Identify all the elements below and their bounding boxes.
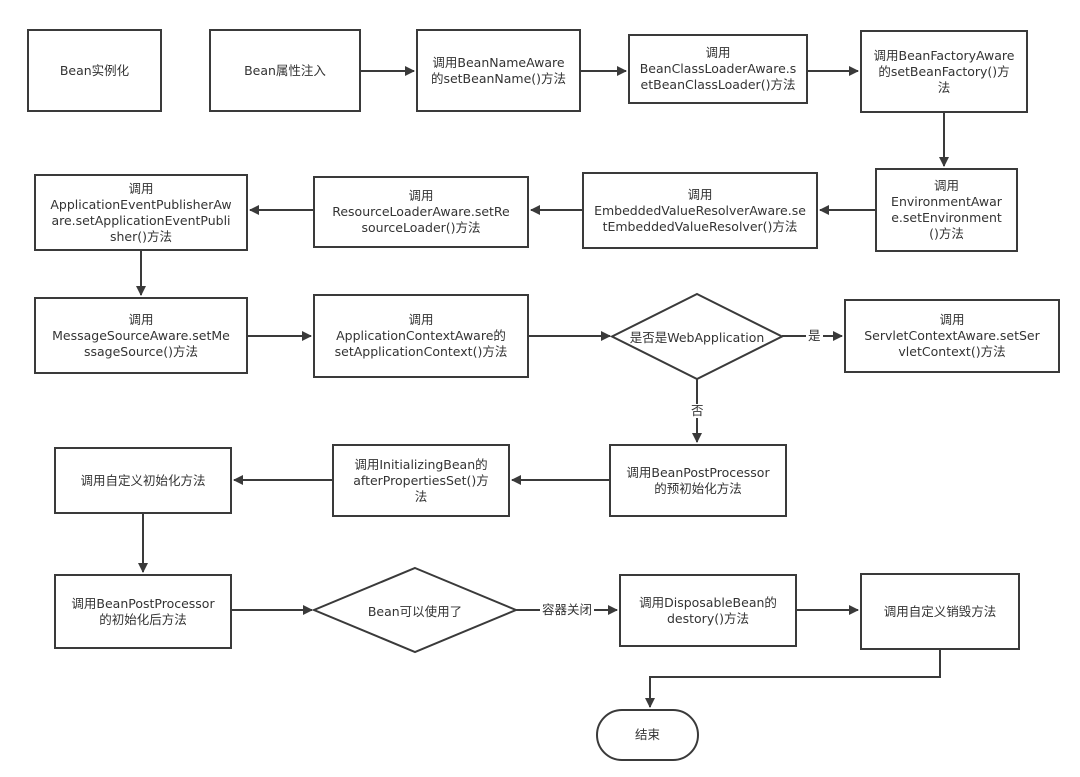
node-bean-name-aware-text: 调用BeanNameAware (432, 54, 565, 70)
node-bean-factory-aware-text: 法 (937, 79, 951, 95)
node-app-event-publisher-aware-text: sher()方法 (109, 228, 173, 244)
node-app-event-publisher-aware-text: 调用 (128, 180, 154, 196)
node-bean-classloader-aware-text: BeanClassLoaderAware.s (639, 61, 797, 76)
node-app-context-aware-text: 调用 (408, 312, 434, 327)
node-resource-loader-aware-text: 调用 (408, 188, 434, 203)
node-bpp-after-init-text: 调用BeanPostProcessor (71, 595, 215, 611)
node-bean-property-inject: Bean属性注入 (209, 29, 361, 112)
node-bean-ready-text: Bean可以使用了 (367, 603, 463, 619)
node-initializing-bean-text: afterPropertiesSet()方 (353, 472, 489, 488)
node-embedded-value-resolver-aware-text: EmbeddedValueResolverAware.se (594, 202, 806, 218)
node-disposable-bean-text: destory()方法 (667, 610, 749, 626)
edge-label-yes: 是 (806, 328, 823, 343)
node-bean-instantiate-text: Bean实例化 (59, 62, 130, 78)
node-environment-aware-text: e.setEnvironment (891, 210, 1002, 225)
node-bean-classloader-aware-text: etBeanClassLoader()方法 (640, 77, 796, 92)
node-bean-factory-aware-text: 调用BeanFactoryAware (873, 47, 1015, 63)
node-end-text: 结束 (634, 727, 660, 742)
node-app-event-publisher-aware-text: are.setApplicationEventPubli (51, 212, 231, 228)
node-bpp-after-init-text: 的初始化后方法 (99, 611, 187, 627)
node-initializing-bean-text: 调用InitializingBean的 (354, 456, 488, 472)
node-app-context-aware-text: setApplicationContext()方法 (334, 344, 508, 359)
node-bean-ready-shape (311, 566, 519, 654)
node-servlet-context-aware-text: vletContext()方法 (898, 344, 1006, 359)
node-bean-instantiate: Bean实例化 (27, 29, 162, 112)
node-embedded-value-resolver-aware-text: 调用 (687, 186, 713, 202)
node-servlet-context-aware-text: 调用 (939, 312, 965, 327)
node-bean-classloader-aware-text: 调用 (705, 45, 731, 60)
node-custom-destroy-text: 调用自定义销毁方法 (883, 603, 997, 619)
node-environment-aware-text: EnvironmentAwar (891, 194, 1002, 209)
node-custom-destroy: 调用自定义销毁方法 (860, 573, 1020, 650)
node-app-context-aware-text: ApplicationContextAware的 (336, 328, 506, 343)
edge-label-no: 否 (689, 403, 706, 418)
node-disposable-bean-text: 调用DisposableBean的 (639, 594, 777, 610)
node-bpp-before-init-text: 调用BeanPostProcessor (626, 464, 770, 480)
node-is-web-application: 是否是WebApplication (612, 294, 782, 379)
node-is-web-application-text: 是否是WebApplication (629, 330, 765, 345)
node-bean-property-inject-text: Bean属性注入 (244, 62, 326, 78)
node-bean-ready: Bean可以使用了 (314, 568, 516, 652)
node-resource-loader-aware-text: ResourceLoaderAware.setRe (332, 204, 510, 219)
node-custom-init: 调用自定义初始化方法 (54, 447, 232, 514)
node-bean-factory-aware-text: 的setBeanFactory()方 (878, 63, 1010, 79)
node-environment-aware-text: ()方法 (929, 226, 964, 241)
node-message-source-aware-text: MessageSourceAware.setMe (52, 327, 230, 343)
node-embedded-value-resolver-aware-text: tEmbeddedValueResolver()方法 (602, 218, 798, 234)
node-resource-loader-aware-text: sourceLoader()方法 (361, 220, 481, 235)
edge-customdestroy-to-end (645, 650, 941, 708)
node-app-event-publisher-aware-text: ApplicationEventPublisherAw (50, 196, 232, 212)
node-message-source-aware-text: 调用 (128, 311, 154, 327)
edge-label-container-close: 容器关闭 (540, 602, 595, 617)
node-end: 结束 (596, 709, 699, 761)
node-bean-name-aware-text: 的setBeanName()方法 (430, 70, 567, 86)
node-environment-aware-text: 调用 (933, 178, 959, 193)
node-is-web-application-shape (609, 292, 785, 381)
node-servlet-context-aware-text: ServletContextAware.setSer (864, 328, 1040, 343)
node-message-source-aware-text: ssageSource()方法 (84, 343, 198, 359)
node-bpp-before-init-text: 的预初始化方法 (654, 480, 742, 496)
node-custom-init-text: 调用自定义初始化方法 (80, 472, 206, 488)
node-initializing-bean-text: 法 (414, 488, 428, 504)
